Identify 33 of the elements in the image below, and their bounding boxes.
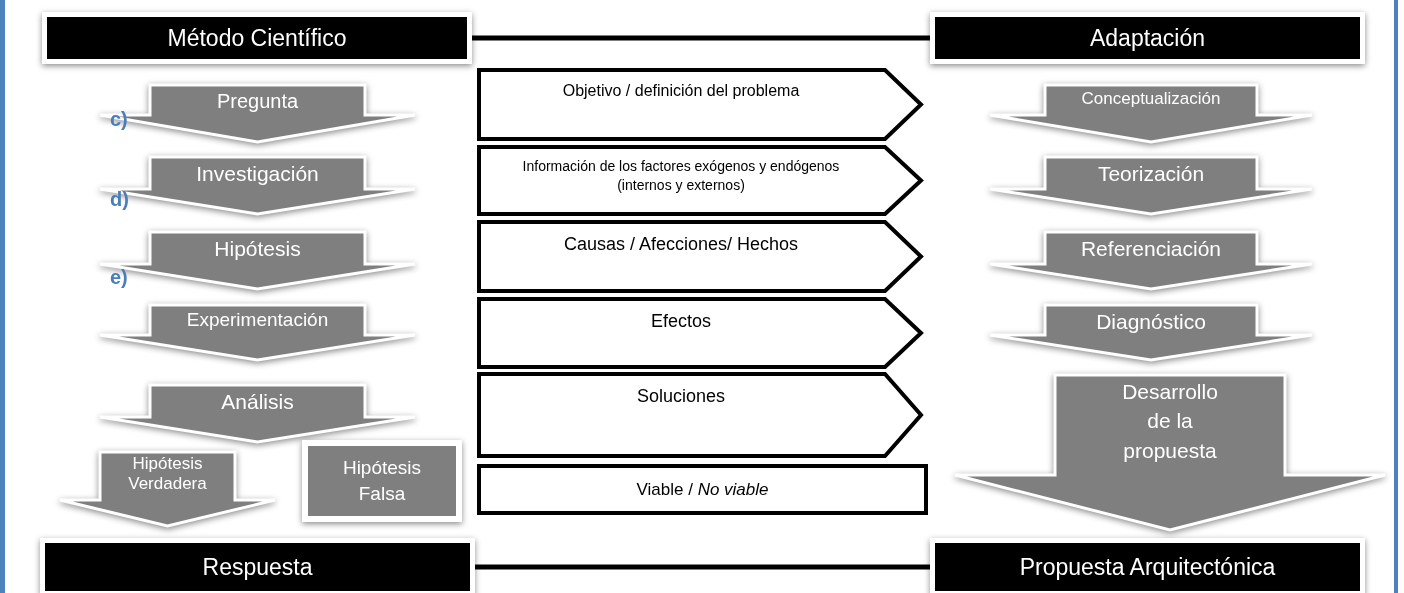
node-text: Teorización [1096,161,1206,187]
node-text: Adaptación [1089,24,1206,52]
node-text: Objetivo / definición del problema [561,81,801,101]
node-text: Información de los factores exógenos y endógenos (internos y externos) [521,157,841,195]
step-pentagon [477,372,925,458]
node-text: Viable / No viable [636,479,769,500]
process-box [477,464,928,515]
node-text: Hipótesis Verdadera [127,454,208,495]
node-text: Hipótesis [213,236,302,262]
item-letter: c) [110,108,128,131]
node-text: Método Científico [167,24,347,52]
node-text: Causas / Afecciones/ Hechos [562,233,800,256]
step-pentagon [477,220,925,293]
node-text: Diagnóstico [1095,309,1207,335]
node-text: Hipótesis Falsa [341,456,423,506]
connector-line [472,35,930,41]
step-pentagon [477,145,925,216]
connector-line [475,564,930,570]
node-text: Soluciones [635,385,727,408]
node-text: Experimentación [185,308,330,332]
step-pentagon [477,68,925,141]
step-pentagon [477,297,925,369]
node-text: Análisis [220,389,295,415]
item-letter: e) [110,266,128,289]
node-text: Referenciación [1079,236,1223,262]
node-text: Desarrollo de la propuesta [1121,379,1219,464]
node-text: Respuesta [202,553,313,581]
node-text: Pregunta [215,89,300,114]
item-letter: d) [110,188,129,211]
node-text: Conceptualización [1080,88,1222,110]
node-text: Propuesta Arquitectónica [1019,553,1276,581]
node-text: Efectos [650,310,712,333]
node-text: Investigación [195,161,320,187]
